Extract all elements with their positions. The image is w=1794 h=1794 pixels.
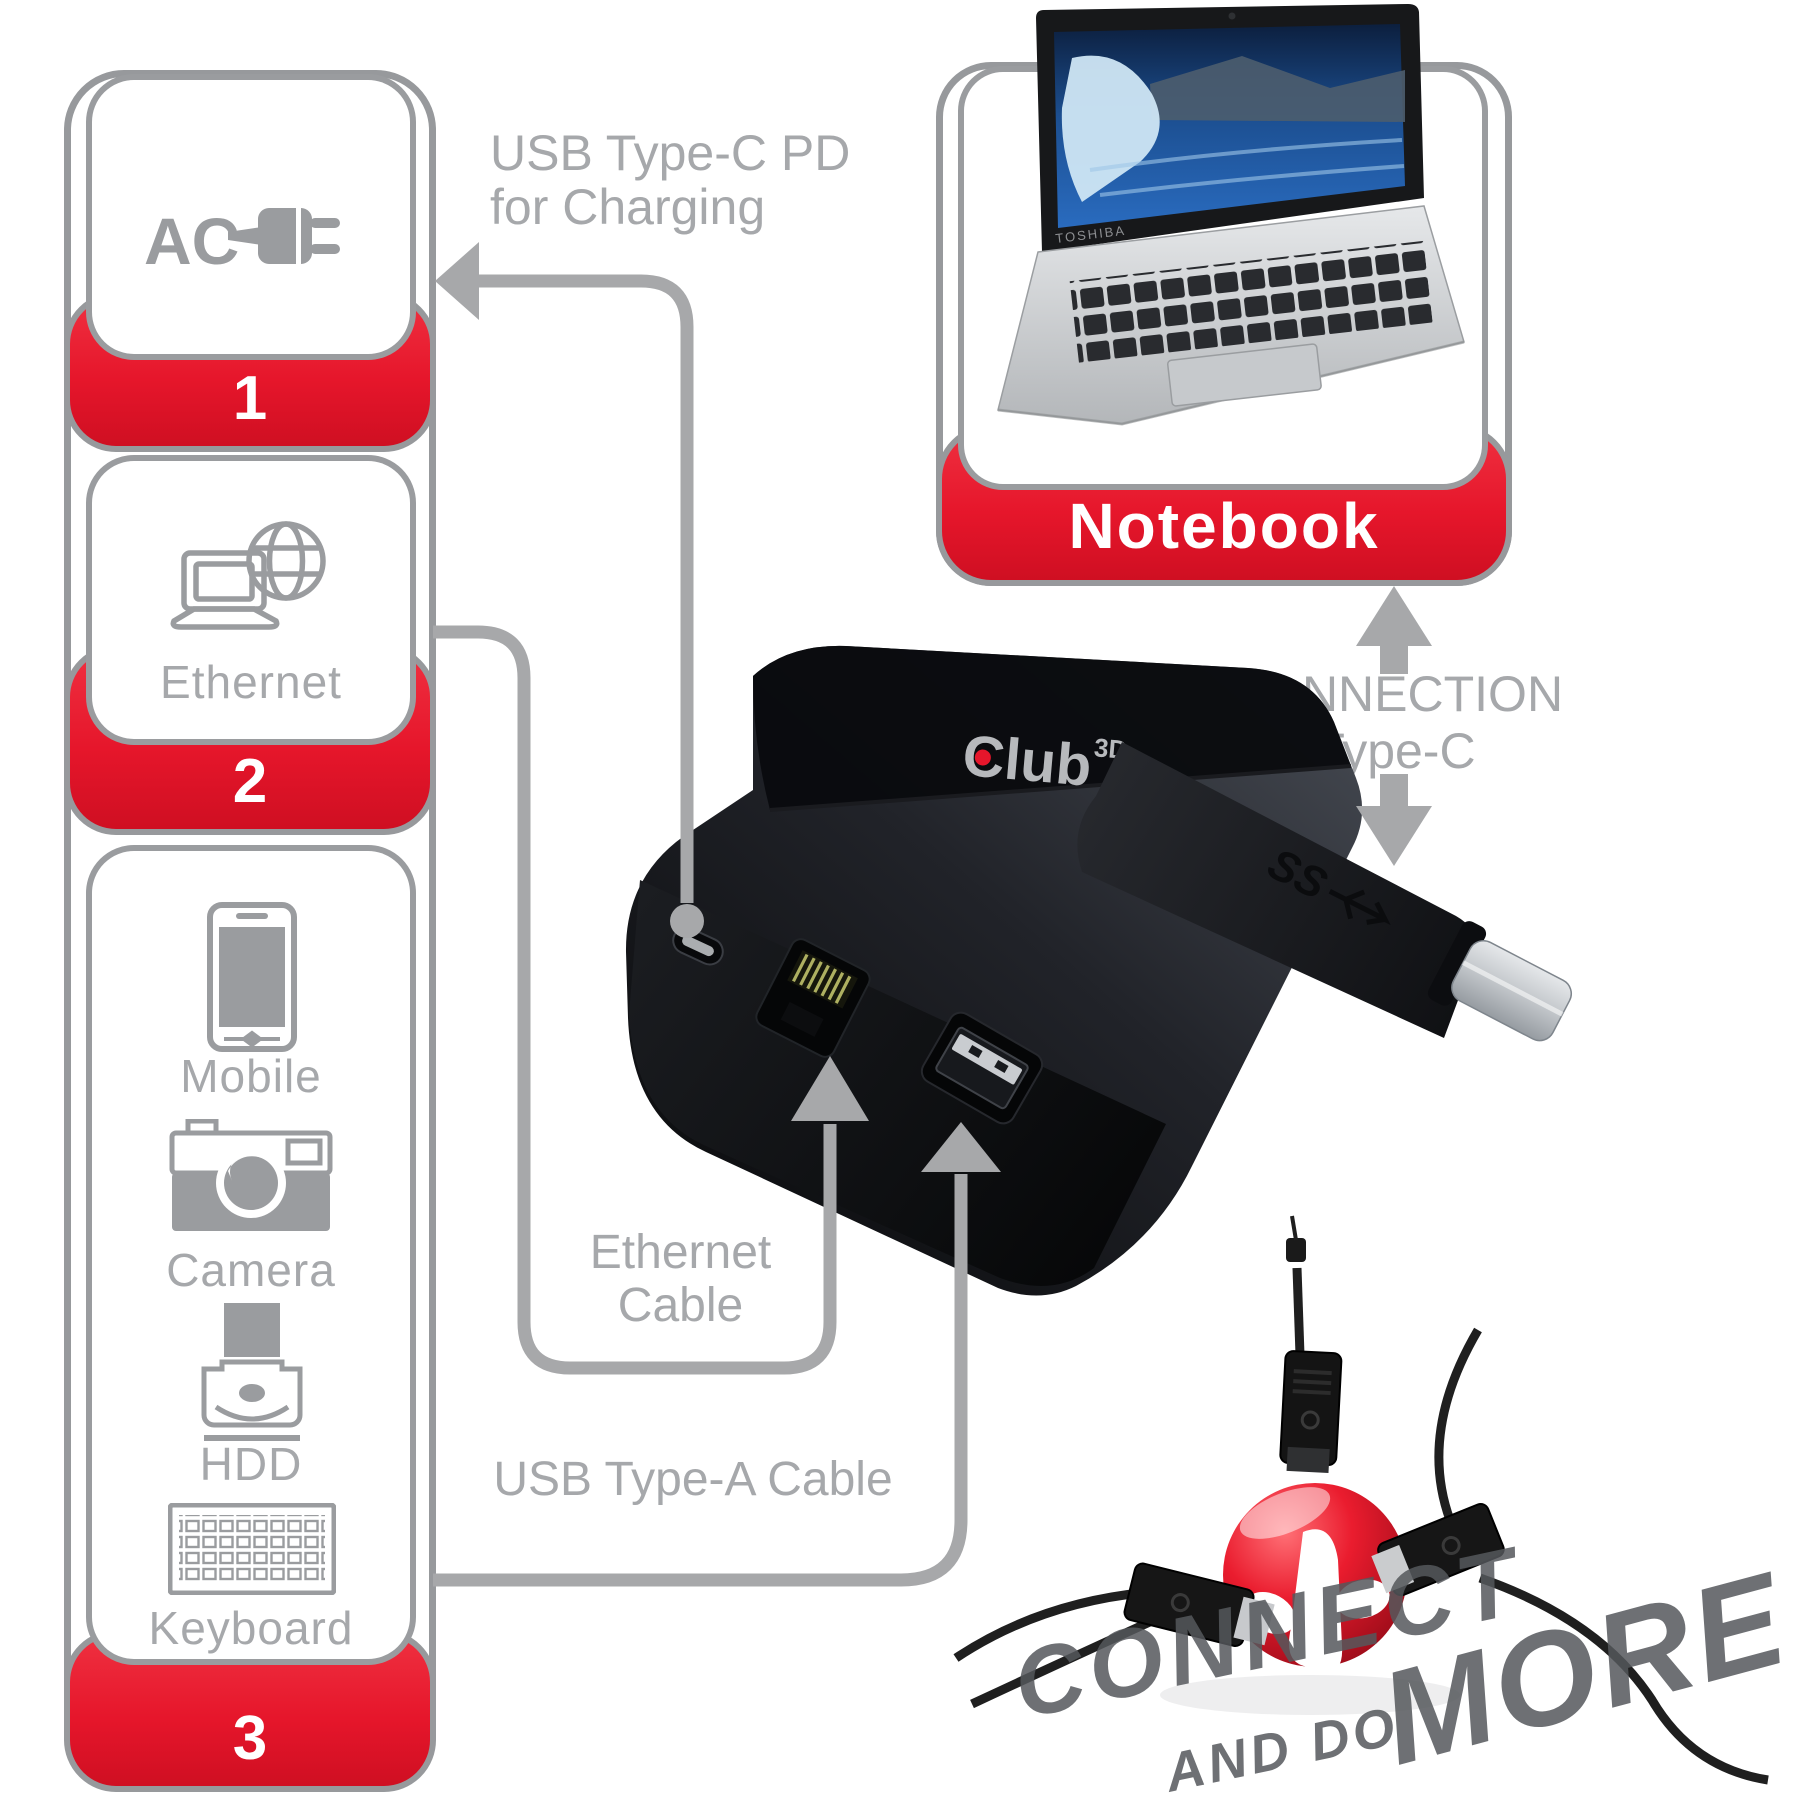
ac-section-box: AC: [86, 74, 416, 360]
ethernet-cable-note: Ethernet Cable: [528, 1226, 833, 1332]
superspeed-marking: SS: [1260, 839, 1391, 926]
connection-note-line2: Type-C: [1314, 723, 1476, 779]
ethernet-section-box: Ethernet: [86, 455, 416, 745]
ethernet-cable-line1: Ethernet: [589, 1226, 772, 1279]
usb-plug-left: [1123, 1562, 1275, 1647]
ac-label: AC: [144, 204, 239, 278]
mobile-label: Mobile: [180, 1050, 322, 1102]
plug-prong: [310, 244, 340, 254]
annotation-lines: [433, 274, 968, 1587]
connect-graphic: CONNECT CONNECT AND DO AND DO MORE MORE: [953, 1215, 1794, 1794]
tagline-anddo-shadow: AND DO: [1158, 1696, 1404, 1794]
ac-plug-icon: AC: [144, 204, 340, 278]
club3d-logo: Club 3D: [960, 723, 1129, 799]
hub-flat-cable: [1077, 742, 1477, 1038]
hdd-icon: [201, 1303, 303, 1441]
charging-endpoint-dot: [670, 904, 704, 938]
usb-c-connector-tip: [1427, 921, 1573, 1042]
ethernet-port: [755, 938, 871, 1058]
mobile-icon: [207, 902, 297, 1052]
keyboard-icon: [168, 1503, 336, 1595]
usb-c-charge-port: [672, 926, 724, 966]
tagline-connect-shadow: CONNECT: [1005, 1527, 1534, 1739]
usb-cables: [953, 1267, 1769, 1785]
superspeed-ss-text: SS: [1260, 839, 1335, 909]
club3d-logo-text: Club: [960, 723, 1094, 799]
plug-body: [258, 208, 312, 264]
tagline-anddo: AND DO AND DO: [1158, 1696, 1404, 1794]
plug-prong: [310, 218, 340, 228]
tagline-more-shadow: MORE: [1366, 1544, 1794, 1793]
section-2-number: 2: [232, 747, 268, 816]
usb-a-cable-label: USB Type-A Cable: [493, 1453, 893, 1506]
charging-line: [477, 274, 694, 903]
ethernet-globe-icon: [170, 521, 326, 630]
ethernet-arrowhead: [791, 1056, 869, 1121]
connection-up-arrow: [1356, 586, 1432, 674]
section-1-number: 1: [232, 364, 268, 433]
ethernet-label: Ethernet: [160, 656, 342, 708]
section-3-number: 3: [232, 1704, 268, 1773]
usb-plug-top: [1279, 1350, 1343, 1474]
club3d-logo-dot: [974, 749, 991, 766]
club3d-ball: [1223, 1483, 1407, 1667]
connection-down-arrow: [1356, 774, 1432, 866]
tagline-more: MORE MORE: [1366, 1544, 1794, 1793]
plug-cord: [228, 227, 262, 245]
charging-note-line1: USB Type-C PD: [490, 125, 851, 181]
club3d-logo-sup: 3D: [1093, 732, 1129, 765]
tagline-connect: CONNECT CONNECT: [1005, 1527, 1534, 1739]
camera-label: Camera: [166, 1244, 336, 1296]
notebook-label: Notebook: [1068, 490, 1380, 562]
connection-note: CONNECTION Type-C: [1190, 666, 1600, 780]
usb-a-arrowhead: [921, 1122, 1001, 1172]
charging-arrowhead: [435, 242, 479, 320]
webcam-dot: [1228, 12, 1236, 20]
usb-a-port: [920, 1011, 1044, 1125]
charging-note-line2: for Charging: [490, 179, 766, 235]
charging-note: USB Type-C PD for Charging: [490, 126, 850, 234]
usb-a-cable-note: USB Type-A Cable: [428, 1452, 958, 1507]
connection-note-line1: CONNECTION: [1226, 666, 1564, 722]
hdd-label: HDD: [199, 1438, 303, 1490]
club3d-ball-cutouts: [1244, 1529, 1390, 1673]
notebook-photo-box: [958, 66, 1488, 490]
camera-icon: [169, 1119, 333, 1231]
keyboard-label: Keyboard: [148, 1602, 354, 1654]
ethernet-cable-line2: Cable: [617, 1279, 744, 1332]
peripherals-section-box: Mobile Camera HDD Keyboard: [86, 845, 416, 1665]
usb-plug-right: [1371, 1502, 1505, 1597]
